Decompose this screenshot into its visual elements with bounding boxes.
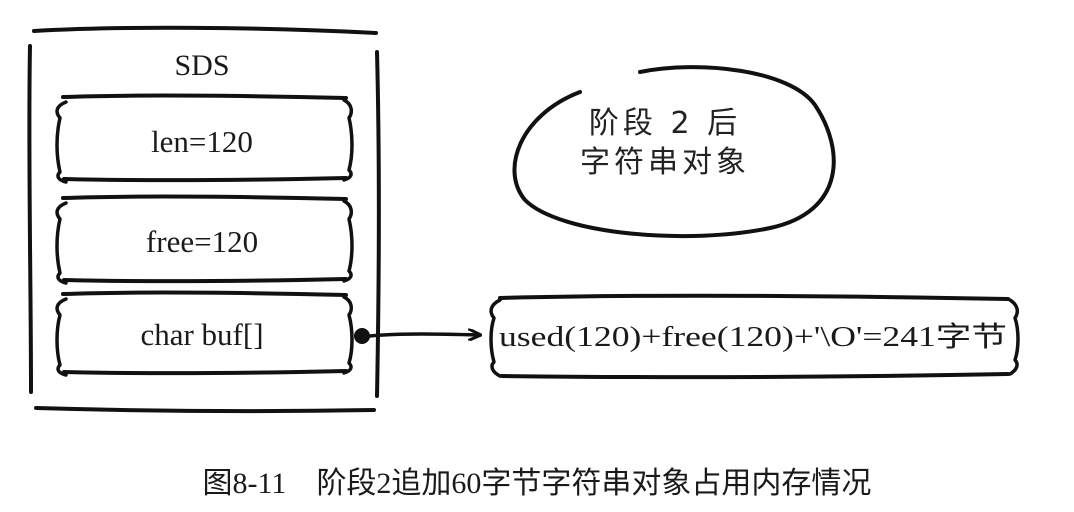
free-field-box <box>55 194 354 285</box>
bubble-line-2: 字符串对象 <box>580 145 750 180</box>
buf-field-box <box>55 290 354 377</box>
figure-caption-text: 阶段2追加60字节字符串对象占用内存情况 <box>316 467 872 500</box>
buffer-label: used(120)+free(120)+'\O'=241字节 <box>499 321 1007 353</box>
pointer-dot <box>354 328 370 344</box>
free-field-label: free=120 <box>146 224 258 259</box>
len-field-label: len=120 <box>151 124 253 159</box>
stage-bubble <box>512 65 836 239</box>
buffer-box <box>489 293 1020 380</box>
pointer-arrow <box>368 334 480 336</box>
sds-title: SDS <box>174 49 229 82</box>
bubble-line-1: 阶段 2 后 <box>589 106 741 141</box>
buf-field-label: char buf[] <box>140 317 263 352</box>
figure-caption: 图8-11 阶段2追加60字节字符串对象占用内存情况 <box>0 458 1074 502</box>
len-field-box <box>55 93 354 184</box>
figure-number: 图8-11 <box>202 467 287 500</box>
sds-outer-box <box>27 25 381 414</box>
